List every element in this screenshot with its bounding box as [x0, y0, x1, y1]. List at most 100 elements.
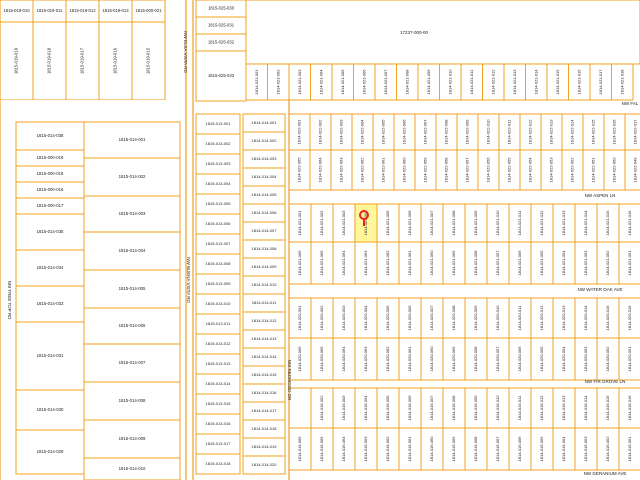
parcel-label: 1815-014-010 [119, 466, 146, 471]
parcel-label: 1814-014-005 [252, 192, 278, 197]
parcel-label: 1815-013-018 [206, 461, 232, 466]
parcel[interactable] [618, 337, 640, 381]
parcel-label: 1815-014-030 [37, 407, 64, 412]
parcel-label: 1814-019-007 [429, 395, 434, 421]
parcel-label: 1814-021-058 [473, 250, 478, 276]
parcel-label: 1814-021-057 [495, 250, 500, 276]
parcel-label: 1814-019-065 [319, 436, 324, 462]
big-parcel[interactable] [245, 0, 640, 65]
parcel-label: 1814-020-014 [583, 305, 588, 331]
parcel[interactable] [65, 21, 100, 101]
parcel-label: 1815-000-018 [37, 171, 64, 176]
parcel-label: 1814-022-051 [591, 157, 596, 183]
parcel-label: 1814-022-053 [549, 157, 554, 183]
parcel-label: 1814-022-055 [507, 157, 512, 183]
parcel-label: 1815-013-007 [206, 241, 232, 246]
parcel[interactable] [83, 195, 181, 233]
parcel[interactable] [83, 419, 181, 459]
parcel-label: 1814-021-003 [341, 210, 346, 236]
road-label-redwood: NW REDWOOD DR [287, 360, 292, 401]
road-label-buena-vista: NW BUENA VISTA RD [186, 257, 191, 303]
parcel-label: 1814-014-001 [252, 120, 278, 125]
parcel-label: 1814-022-003 [339, 119, 344, 145]
parcel-label: 1814-022-050 [612, 157, 617, 183]
parcel-label: 1815-013-005 [206, 201, 232, 206]
parcel[interactable] [15, 249, 85, 287]
parcel-label: 1815-013-012 [206, 341, 232, 346]
parcel-label: 1814-021-056 [517, 250, 522, 276]
parcel[interactable] [131, 21, 166, 101]
parcel-label: 1814-022-017 [633, 119, 638, 145]
parcel-label: 1814-021-008 [404, 69, 409, 95]
road-strip[interactable] [0, 100, 185, 106]
parcel[interactable] [0, 21, 34, 101]
parcel-label: 1814-021-004 [318, 69, 323, 95]
parcel-label: 1814-019-016 [627, 395, 632, 421]
parcel-label: 1815-013-004 [206, 181, 232, 186]
parcel-label: 1814-019-054 [561, 436, 566, 462]
parcel-label: 1814-020-053 [583, 346, 588, 372]
parcel[interactable] [624, 149, 640, 191]
parcel-label: 1814-020-012 [539, 305, 544, 331]
parcel[interactable] [83, 343, 181, 383]
parcel[interactable] [83, 231, 181, 271]
parcel-label: 1814-022-054 [528, 157, 533, 183]
parcel-label: 1814-019-051 [627, 436, 632, 462]
parcel-label: 1814-020-001 [297, 305, 302, 331]
parcel-label: 1814-021-017 [598, 69, 603, 95]
parcel-label: 1814-019-060 [429, 436, 434, 462]
parcel-label: 1815-019-019 [14, 47, 19, 74]
parcel-label: 1814-014-011 [252, 300, 277, 305]
parcel-label: 1815-000-019 [37, 155, 64, 160]
parcel-label: 1814-022-058 [444, 157, 449, 183]
parcel-label: 1814-021-009 [426, 69, 431, 95]
parcel-label: 1814-020-008 [451, 305, 456, 331]
road-label-water-oak: NW WATER OAK AVE [578, 287, 623, 292]
parcel-label: 1814-019-014 [583, 395, 588, 421]
parcel-label: 1814-019-055 [539, 436, 544, 462]
parcel-label: 1814-021-007 [383, 69, 388, 95]
parcel-label: 1814-014-009 [252, 264, 278, 269]
parcel[interactable] [83, 457, 181, 480]
parcel-label: 1814-014-003 [252, 156, 278, 161]
parcel-label: 1815-014-007 [119, 360, 146, 365]
parcel-label: 1814-022-057 [465, 157, 470, 183]
parcel-label: 1814-022-007 [423, 119, 428, 145]
parcel-label: 1814-019-008 [451, 395, 456, 421]
parcel-label: 1815-000-021 [135, 8, 162, 13]
parcel-label: 1814-019-052 [605, 436, 610, 462]
parcel[interactable] [618, 427, 640, 471]
parcel-label: 1814-020-059 [451, 346, 456, 372]
parcel-label: 1814-020-052 [605, 346, 610, 372]
parcel[interactable] [618, 241, 640, 285]
parcel[interactable] [242, 455, 286, 475]
parcel[interactable] [83, 307, 181, 345]
parcel[interactable] [195, 453, 241, 475]
parcel[interactable] [195, 50, 247, 102]
parcel-label: 1814-014-015 [252, 372, 278, 377]
parcel-label: 1814-019-059 [451, 436, 456, 462]
parcel[interactable] [83, 381, 181, 421]
parcel-label: 1815-014-008 [119, 398, 146, 403]
parcel-label: 1814-019-009 [473, 395, 478, 421]
parcel-label: 1814-021-016 [627, 210, 632, 236]
parcel-label: 1814-020-003 [341, 305, 346, 331]
parcel-label: 1815-013-010 [206, 301, 232, 306]
parcel[interactable] [32, 21, 67, 101]
parcel-label: 1814-022-062 [360, 157, 365, 183]
road-label-nw-falls: NW FAL [622, 101, 639, 106]
parcel-label: 1814-020-065 [319, 346, 324, 372]
parcel-label: 1814-020-061 [407, 346, 412, 372]
parcel-label: 1814-020-051 [627, 346, 632, 372]
parcel[interactable] [98, 21, 133, 101]
parcel[interactable] [15, 321, 85, 391]
parcel-label: 1814-020-010 [495, 305, 500, 331]
parcel[interactable] [83, 121, 181, 159]
parcel-label: 1814-020-005 [385, 305, 390, 331]
parcel[interactable] [15, 213, 85, 251]
parcel[interactable] [15, 429, 85, 475]
parcel[interactable] [611, 63, 634, 101]
location-marker-icon[interactable] [359, 210, 369, 226]
